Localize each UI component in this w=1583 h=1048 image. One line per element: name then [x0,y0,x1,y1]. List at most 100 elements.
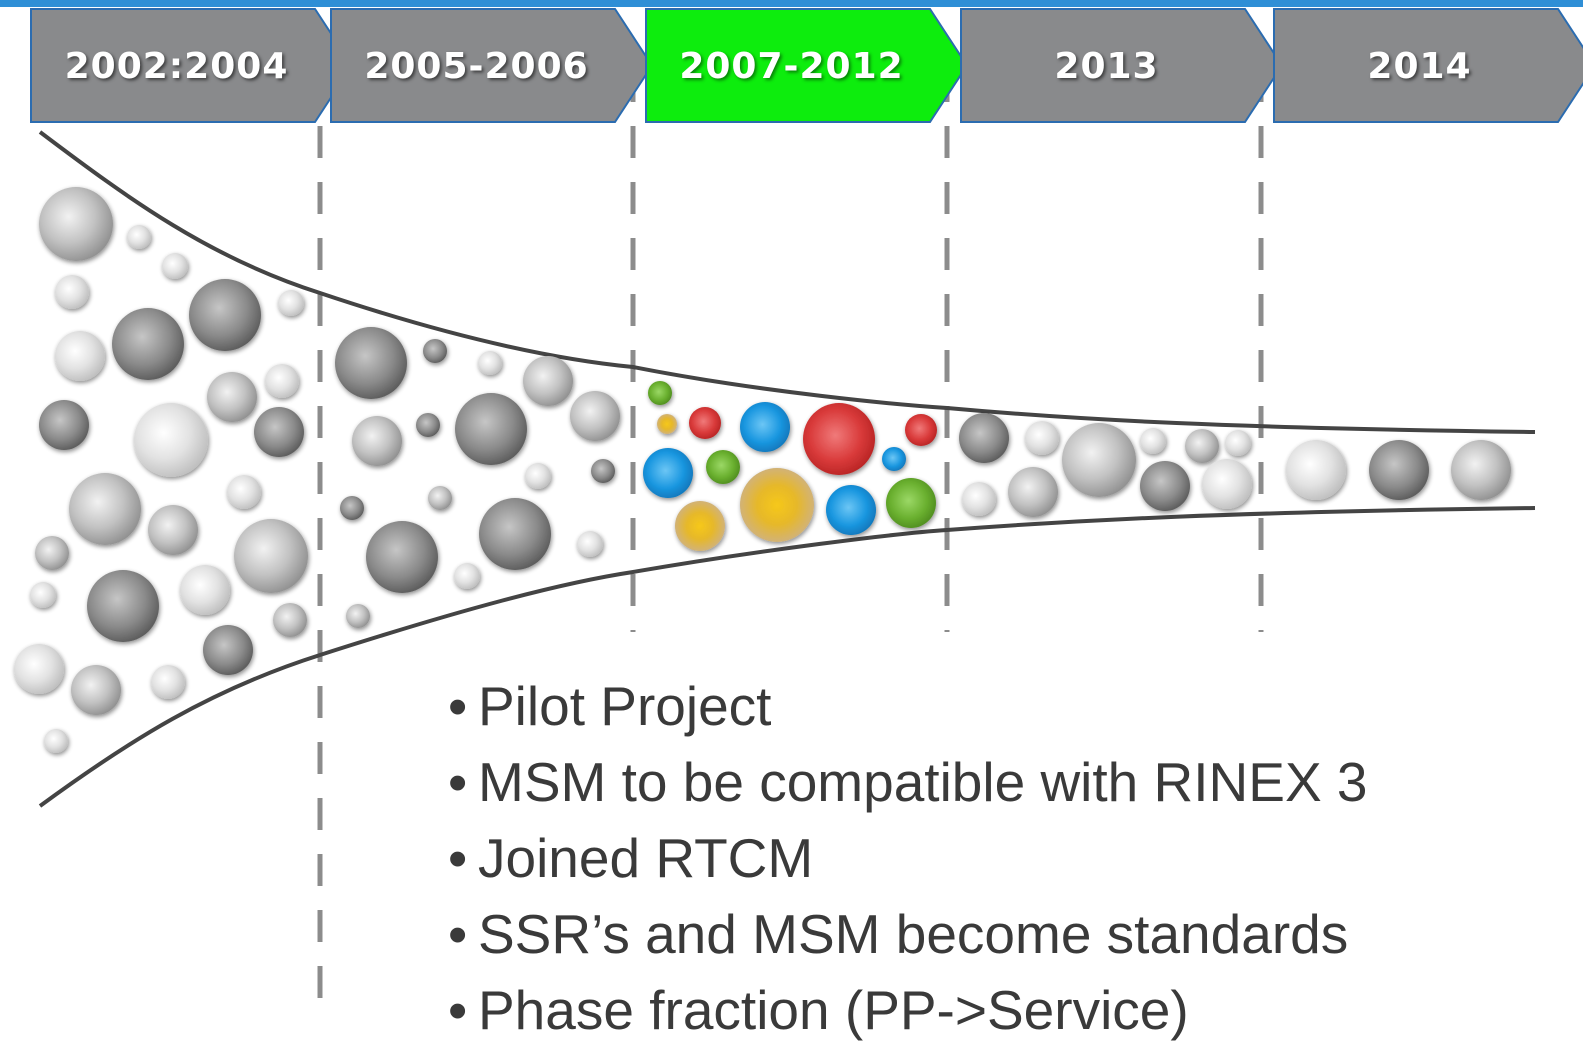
bubble [265,364,299,398]
bubble [30,582,56,608]
timeline-period-1[interactable]: 2002:2004 [30,8,353,123]
bubble [423,339,447,363]
bubble [905,414,937,446]
chevron-shape [960,8,1283,123]
bubble [648,381,672,405]
bubble [203,625,253,675]
bubble [1025,421,1059,455]
bubble [416,413,440,437]
chevron-shape [330,8,653,123]
period-dividers [317,70,1264,1005]
bubble [1225,430,1251,456]
milestone-item: •Pilot Project [448,668,1368,744]
bubble [162,253,188,279]
bubble [675,501,725,551]
bubble [570,391,620,441]
milestone-item: •Phase fraction (PP->Service) [448,972,1368,1048]
bubble [1451,440,1511,500]
bubble [39,187,113,261]
bubble [478,351,502,375]
bubble [151,665,185,699]
milestone-text: Phase fraction (PP->Service) [478,979,1189,1041]
bubble [87,570,159,642]
bubble [69,473,141,545]
bubble [523,356,573,406]
timeline-period-label: 2014 [1367,46,1472,87]
timeline-period-5[interactable]: 2014 [1273,8,1583,123]
bubble [959,413,1009,463]
bubble [454,563,480,589]
bubble [35,536,69,570]
bubble [826,485,876,535]
bubble [127,225,151,249]
bubble-cluster [14,187,1511,753]
funnel-bottom-edge [38,506,1536,808]
bullet-dot: • [448,675,468,737]
bubble [577,531,603,557]
bubble [273,603,307,637]
bubble [148,505,198,555]
funnel-top-edge [38,130,1536,434]
bubble [1185,429,1219,463]
funnel-outline [38,130,1536,808]
bubble [112,308,184,380]
bubble [55,275,89,309]
bubble [1369,440,1429,500]
bubble [886,478,936,528]
timeline-period-2[interactable]: 2005-2006 [330,8,653,123]
top-accent-bar [0,0,1583,7]
bubble [189,279,261,351]
bullet-dot: • [448,979,468,1041]
bubble [55,331,105,381]
bubble [962,482,996,516]
bubble [346,604,370,628]
timeline-period-label: 2007-2012 [679,46,904,87]
timeline-period-label: 2002:2004 [64,46,289,87]
milestone-list: •Pilot Project•MSM to be compatible with… [448,668,1368,1048]
bubble [254,407,304,457]
bubble [71,665,121,715]
bubble [335,327,407,399]
bubble [39,400,89,450]
bubble [1008,467,1058,517]
milestone-text: MSM to be compatible with RINEX 3 [478,751,1368,813]
bubble [706,450,740,484]
bubble [428,486,452,510]
bullet-dot: • [448,827,468,889]
milestone-item: •SSR’s and MSM become standards [448,896,1368,972]
bubble [340,496,364,520]
bubble [657,414,677,434]
milestone-text: SSR’s and MSM become standards [478,903,1349,965]
bubble [455,393,527,465]
chevron-shape [1273,8,1583,123]
bubble [525,463,551,489]
bubble [180,565,230,615]
timeline-period-label: 2005-2006 [364,46,589,87]
milestone-text: Pilot Project [478,675,772,737]
chevron-shape [645,8,968,123]
funnel-diagram [14,70,1536,1005]
bubble [689,407,721,439]
bullet-dot: • [448,751,468,813]
bubble [207,372,257,422]
bubble [1140,461,1190,511]
timeline-period-4[interactable]: 2013 [960,8,1283,123]
bubble [1286,440,1346,500]
bubble [643,448,693,498]
bubble [882,447,906,471]
bubble [227,475,261,509]
bubble [44,729,68,753]
bubble [803,403,875,475]
bubble [740,468,814,542]
bubble [591,459,615,483]
bubble [14,644,64,694]
bubble [366,521,438,593]
timeline-period-3[interactable]: 2007-2012 [645,8,968,123]
timeline-period-label: 2013 [1054,46,1159,87]
bubble [1062,423,1136,497]
milestone-text: Joined RTCM [478,827,814,889]
bubble [134,403,208,477]
milestone-item: •Joined RTCM [448,820,1368,896]
bullet-dot: • [448,903,468,965]
bubble [234,519,308,593]
